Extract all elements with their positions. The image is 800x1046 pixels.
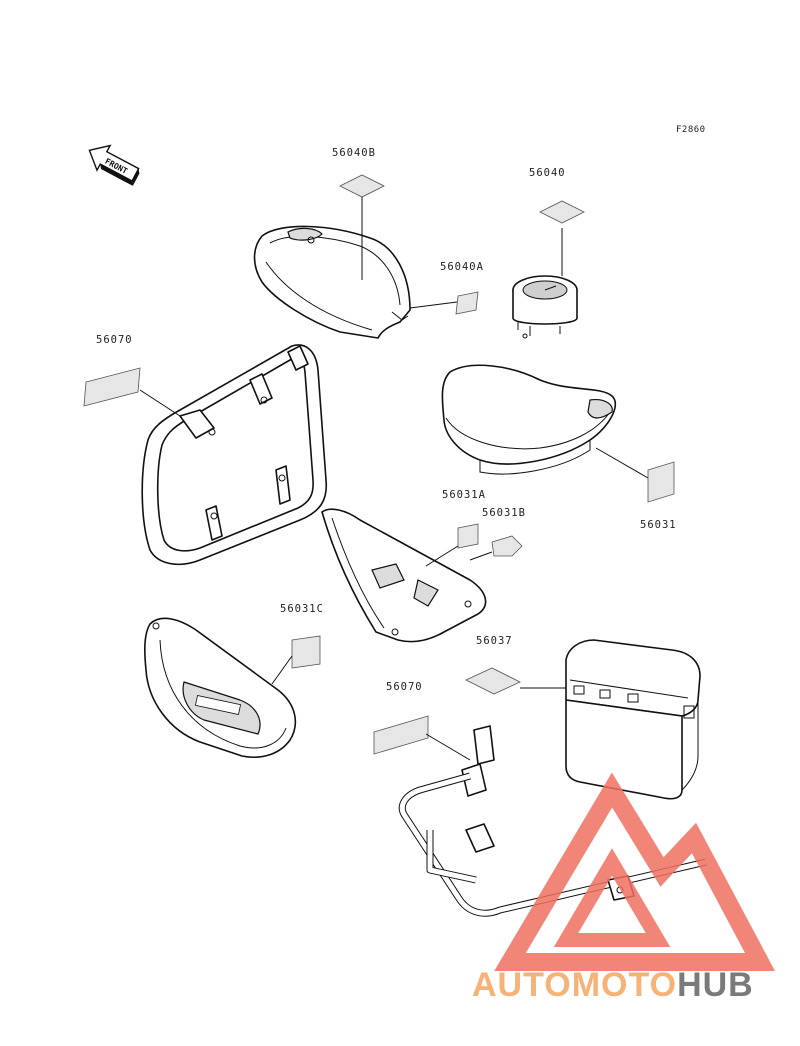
decal-56037 <box>465 667 521 695</box>
decal-56040a <box>455 291 479 315</box>
seat <box>441 364 617 475</box>
watermark-part2: HUB <box>677 966 754 1004</box>
label-56040a: 56040A <box>440 261 484 273</box>
front-arrow-icon: FRONT <box>88 144 140 186</box>
decal-56031b <box>491 535 523 557</box>
decal-56040 <box>539 200 585 224</box>
speedometer <box>512 275 578 339</box>
watermark-text: AUTOMOTOHUB <box>472 966 754 1004</box>
decal-56031a <box>457 523 479 549</box>
label-56031b: 56031B <box>482 507 526 519</box>
label-56031a: 56031A <box>442 489 486 501</box>
watermark-part1: AUTOMOTO <box>472 966 677 1004</box>
storage-box <box>565 639 701 800</box>
decal-56040b <box>339 174 385 198</box>
label-56031c: 56031C <box>280 603 324 615</box>
watermark-logo <box>494 772 775 971</box>
label-56040: 56040 <box>529 167 566 179</box>
label-56031: 56031 <box>640 519 677 531</box>
decal-56070-right <box>373 715 429 755</box>
side-cover-emblem <box>144 617 297 758</box>
label-56040b: 56040B <box>332 147 376 159</box>
side-cover-center <box>321 508 487 643</box>
label-56037: 56037 <box>476 635 513 647</box>
side-carrier-frame <box>141 344 328 566</box>
figure-code: F2860 <box>676 125 706 135</box>
decal-56031c <box>291 635 321 669</box>
carrier-bar <box>398 725 707 917</box>
fuel-tank <box>253 225 411 339</box>
label-56070-right: 56070 <box>386 681 423 693</box>
label-56070-left: 56070 <box>96 334 133 346</box>
decal-56031 <box>647 461 675 503</box>
decal-56070-left <box>83 367 141 407</box>
